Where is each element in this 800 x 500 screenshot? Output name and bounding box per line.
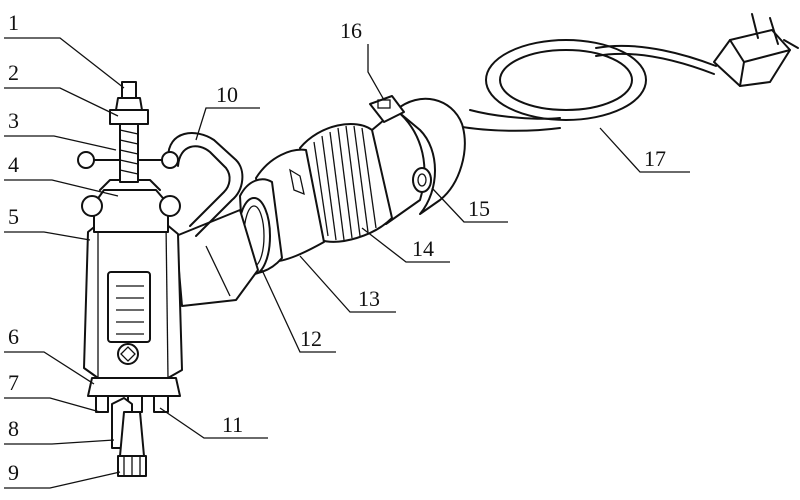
feed-screw bbox=[109, 81, 149, 183]
motor-housing bbox=[175, 95, 466, 307]
label-9: 9 bbox=[8, 460, 19, 485]
label-8: 8 bbox=[8, 416, 19, 441]
label-7: 7 bbox=[8, 370, 19, 395]
label-5: 5 bbox=[8, 204, 19, 229]
label-3: 3 bbox=[8, 108, 19, 133]
label-17: 17 bbox=[644, 146, 666, 171]
label-12: 12 bbox=[300, 326, 322, 351]
label-1: 1 bbox=[8, 10, 19, 35]
leader-lines bbox=[4, 37, 690, 489]
part-number-labels: 1 2 3 4 5 6 7 8 9 10 11 12 13 14 15 16 1… bbox=[8, 10, 666, 485]
label-2: 2 bbox=[8, 60, 19, 85]
vertical-housing bbox=[83, 223, 183, 379]
label-16: 16 bbox=[340, 18, 362, 43]
label-4: 4 bbox=[8, 152, 19, 177]
top-head bbox=[77, 151, 181, 233]
lower-clamp bbox=[87, 377, 181, 477]
power-cord-coil bbox=[455, 39, 717, 132]
power-plug bbox=[713, 13, 799, 87]
carry-handle bbox=[167, 132, 244, 237]
label-10: 10 bbox=[216, 82, 238, 107]
label-6: 6 bbox=[8, 324, 19, 349]
label-11: 11 bbox=[222, 412, 243, 437]
label-13: 13 bbox=[358, 286, 380, 311]
label-14: 14 bbox=[412, 236, 434, 261]
label-15: 15 bbox=[468, 196, 490, 221]
